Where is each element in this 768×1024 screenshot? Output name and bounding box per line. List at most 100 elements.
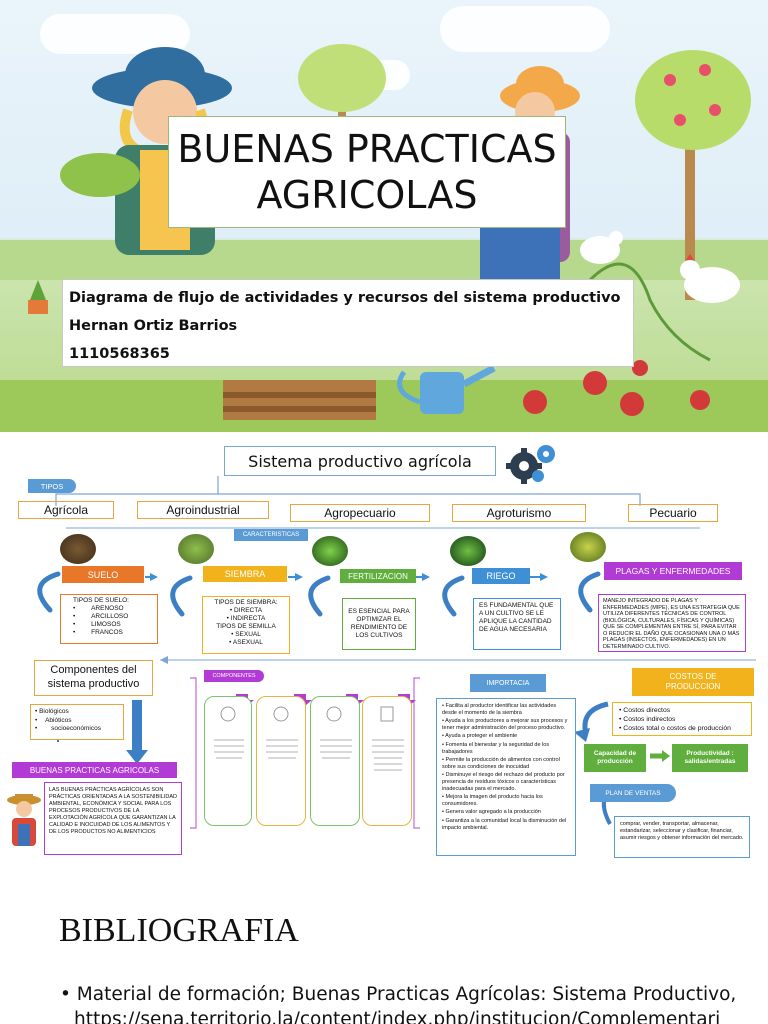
step-siembra: SIEMBRA <box>203 566 287 582</box>
fertilizacion-box: ES ESENCIAL PARA OPTIMIZAR EL RENDIMIENT… <box>342 598 416 650</box>
semilla-list: SEXUAL ASEXUAL <box>207 631 285 647</box>
tomato-plant <box>523 262 711 416</box>
list-item: Permite la producción de alimentos con c… <box>442 757 570 770</box>
diagram-slide: Sistema productivo agrícola TIPOS Agríco… <box>0 432 768 870</box>
list-item: ASEXUAL <box>207 639 285 647</box>
list-item: ARENOSO <box>73 605 151 613</box>
tree-right <box>635 50 751 300</box>
list-item: Mejora la imagen del producto hacia los … <box>442 794 570 807</box>
carrot-sprouts <box>28 280 48 314</box>
type-agricola: Agrícola <box>18 501 114 519</box>
type-agroindustrial: Agroindustrial <box>137 501 269 519</box>
cover-title-line1: BUENAS PRACTICAS <box>177 127 557 171</box>
list-item: DIRECTA <box>207 607 285 615</box>
cloud-2 <box>440 6 610 52</box>
costos-box: Costos directos Costos indirectos Costos… <box>612 702 752 736</box>
riego-box: ES FUNDAMENTAL QUE A UN CULTIVO SE LE AP… <box>473 598 561 650</box>
gears-icon <box>506 445 555 484</box>
list-item: socioeconómicos <box>35 725 119 734</box>
plan-box: comprar, vender, transportar, almacenar,… <box>614 816 750 858</box>
list-item: Costos directos <box>619 706 745 715</box>
bibliography-item: • Material de formación; Buenas Practica… <box>60 982 760 1024</box>
component-card-4 <box>362 696 412 826</box>
fertilizacion-text: ES ESENCIAL PARA OPTIMIZAR EL RENDIMIENT… <box>348 608 410 639</box>
diagram-title-box: Sistema productivo agrícola <box>224 446 496 476</box>
list-item: Fomenta el bienestar y la seguridad de l… <box>442 742 570 755</box>
step-plagas: PLAGAS Y ENFERMEDADES <box>604 562 742 580</box>
plan-label: PLAN DE VENTAS <box>590 784 676 802</box>
bibliography-item-line1: Material de formación; Buenas Practicas … <box>76 984 737 1005</box>
list-item: Abióticos <box>35 717 119 726</box>
componentes-list-box: Biológicos Abióticos socioeconómicos <box>30 704 124 740</box>
siembra-heading: TIPOS DE SIEMBRA: <box>214 599 278 606</box>
componentes-title: Componentes del sistema productivo <box>47 664 140 690</box>
cover-title-box: BUENAS PRACTICAS AGRICOLAS <box>168 116 566 228</box>
cover-slide: BUENAS PRACTICAS AGRICOLAS Diagrama de f… <box>0 0 768 432</box>
pests-photo <box>570 532 606 562</box>
importancia-label: IMPORTACIA <box>470 674 546 692</box>
list-item: LIMOSOS <box>73 621 151 629</box>
type-agroturismo: Agroturismo <box>452 504 586 522</box>
chickens <box>580 231 740 303</box>
list-item: Garantiza a la comunidad local la dismin… <box>442 818 570 831</box>
bpa-box: LAS BUENAS PRÁCTICAS AGRÍCOLAS SON PRÁCT… <box>44 782 182 855</box>
step-riego: RIEGO <box>472 568 530 584</box>
list-item: Genera valor agregado a la producción <box>442 809 570 816</box>
list-item: SEXUAL <box>207 631 285 639</box>
riego-text: ES FUNDAMENTAL QUE A UN CULTIVO SE LE AP… <box>479 602 554 633</box>
watering-can <box>397 364 496 414</box>
crate <box>223 380 376 420</box>
type-pecuario: Pecuario <box>628 504 718 522</box>
bibliography-slide: BIBLIOGRAFIA • Material de formación; Bu… <box>0 870 768 1024</box>
list-item: Facilita al productor identificar las ac… <box>442 703 570 716</box>
bpa-text: LAS BUENAS PRÁCTICAS AGRÍCOLAS SON PRÁCT… <box>49 787 177 835</box>
importancia-box: Facilita al productor identificar las ac… <box>436 698 576 856</box>
tipos-label: TIPOS <box>28 479 76 493</box>
suelo-box: TIPOS DE SUELO: ARENOSO ARCILLOSO LIMOSO… <box>60 594 158 644</box>
list-item: FRANCOS <box>73 629 151 637</box>
suelo-list: ARENOSO ARCILLOSO LIMOSOS FRANCOS <box>67 605 151 637</box>
suelo-heading: TIPOS DE SUELO: <box>73 597 129 604</box>
list-item: INDIRECTA <box>207 615 285 623</box>
step-fertilizacion: FERTILIZACION <box>340 569 416 583</box>
bpa-label: BUENAS PRACTICAS AGRICOLAS <box>12 762 177 778</box>
plagas-text: MANEJO INTEGRADO DE PLAGAS Y ENFERMEDADE… <box>603 598 740 650</box>
cover-title-line2: AGRICOLAS <box>256 173 478 217</box>
componentes-label: COMPONENTES <box>204 670 264 682</box>
bibliography-title: BIBLIOGRAFIA <box>59 912 299 949</box>
cover-id-number: 1110568365 <box>69 346 170 362</box>
irrigation-photo <box>450 536 486 566</box>
semilla-heading: TIPOS DE SEMILLA <box>216 623 276 630</box>
cover-author: Hernan Ortiz Barrios <box>69 318 238 334</box>
plan-text: comprar, vender, transportar, almacenar,… <box>620 821 744 841</box>
component-icons <box>214 706 404 771</box>
list-item: Disminuye el riesgo del rechazo del prod… <box>442 772 570 792</box>
componentes-title-box: Componentes del sistema productivo <box>34 660 153 696</box>
list-item: ARCILLOSO <box>73 613 151 621</box>
siembra-box: TIPOS DE SIEMBRA: DIRECTA INDIRECTA TIPO… <box>202 596 290 654</box>
list-item: Biológicos <box>35 708 119 717</box>
component-card-1 <box>204 696 252 826</box>
list-item: Ayuda a los productores a mejorar sus pr… <box>442 718 570 731</box>
productividad-label: Productividad : salidas/entradas <box>672 744 748 772</box>
costos-list: Costos directos Costos indirectos Costos… <box>619 706 745 733</box>
component-card-2 <box>256 696 306 826</box>
fertilizing-photo <box>312 536 348 566</box>
farmer-avatar <box>7 794 41 846</box>
soil-photo <box>60 534 96 564</box>
componentes-list: Biológicos Abióticos socioeconómicos <box>35 708 119 734</box>
plagas-box: MANEJO INTEGRADO DE PLAGAS Y ENFERMEDADE… <box>598 594 746 652</box>
step-suelo: SUELO <box>62 566 144 583</box>
cover-info-box: Diagrama de flujo de actividades y recur… <box>62 279 634 367</box>
sowing-photo <box>178 534 214 564</box>
caracteristicas-label: CARACTERISTICAS <box>234 529 308 541</box>
list-item: Costos total o costos de producción <box>619 724 745 733</box>
bibliography-link[interactable]: https://sena.territorio.la/content/index… <box>74 1009 721 1024</box>
tree-center <box>298 44 386 130</box>
diagram-title: Sistema productivo agrícola <box>248 451 472 471</box>
list-item: Costos indirectos <box>619 715 745 724</box>
importancia-list: Facilita al productor identificar las ac… <box>442 703 570 831</box>
component-card-3 <box>310 696 360 826</box>
siembra-list: DIRECTA INDIRECTA <box>207 607 285 623</box>
costos-label: COSTOS DE PRODUCCION <box>632 668 754 696</box>
